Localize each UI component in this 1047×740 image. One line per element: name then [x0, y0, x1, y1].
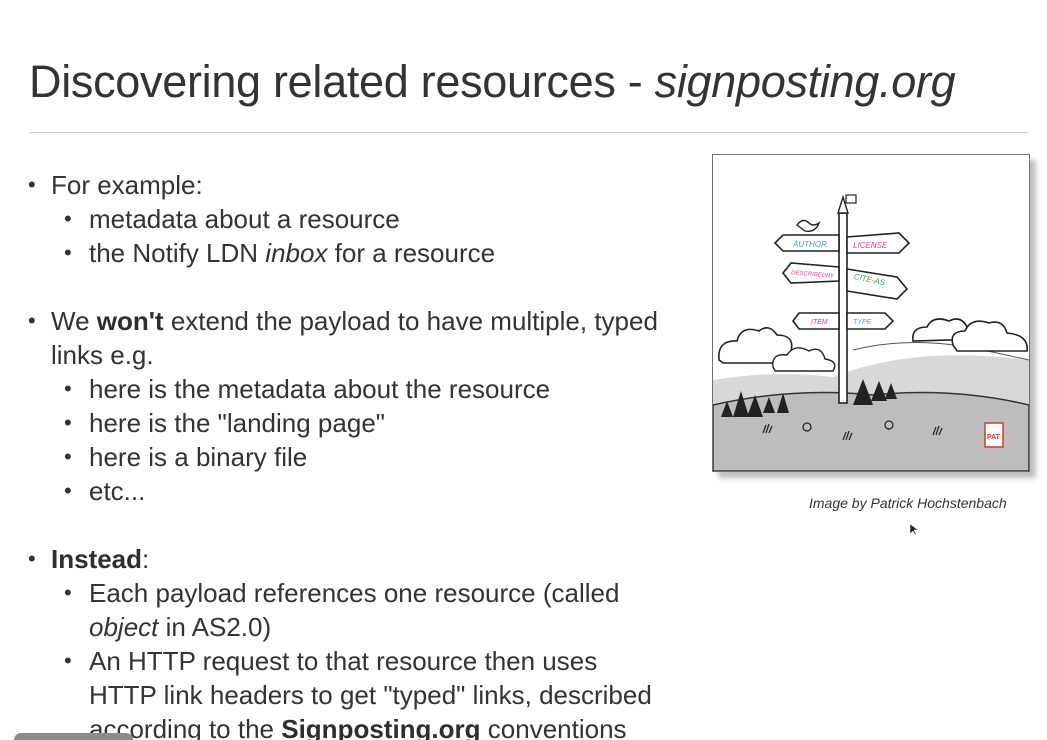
sub-bullet-payload-cont: object in AS2.0) — [28, 610, 728, 644]
bullet-text: here is the metadata about the resource — [89, 374, 551, 404]
bullet-wont-extend-cont: links e.g. — [28, 338, 728, 372]
bullet-text: etc... — [89, 476, 146, 506]
scrollbar-thumb[interactable] — [14, 733, 133, 740]
bullet-dot: • — [64, 410, 72, 435]
spacer — [28, 270, 728, 304]
bullet-dot: • — [28, 546, 36, 571]
slide-title-italic: signposting.org — [654, 56, 956, 107]
sub-bullet-http-request: • An HTTP request to that resource then … — [28, 644, 728, 678]
bullet-dot: • — [64, 376, 72, 401]
bullet-dot: • — [64, 240, 72, 265]
bullet-instead: • Instead: — [28, 542, 728, 576]
spacer — [28, 508, 728, 542]
bullet-dot: • — [64, 206, 72, 231]
sign-license: LICENSE — [853, 241, 888, 250]
sub-bullet-inbox: • the Notify LDN inbox for a resource — [28, 236, 728, 270]
sign-type: TYPE — [853, 319, 872, 326]
bullet-text: An HTTP request to that resource then us… — [89, 646, 598, 676]
image-caption: Image by Patrick Hochstenbach — [809, 495, 1007, 511]
sub-bullet-etc: • etc... — [28, 474, 728, 508]
bullet-dot: • — [64, 478, 72, 503]
sign-describedby: DESCRIBEDBY — [791, 270, 835, 280]
slide-title-main: Discovering related resources - — [29, 56, 655, 107]
bullet-emphasis: object — [89, 612, 159, 642]
signpost-illustration: AUTHOR LICENSE DESCRIBEDBY CITE-AS ITEM … — [712, 154, 1030, 472]
bullet-bold: won't — [96, 306, 164, 336]
bullet-text: the Notify LDN — [89, 238, 266, 268]
bullet-text: for a resource — [327, 238, 496, 268]
sub-bullet-binary-file: • here is a binary file — [28, 440, 728, 474]
bullet-text: We — [51, 306, 97, 336]
bullet-bold: Instead — [51, 544, 143, 574]
sub-bullet-landing-page: • here is the "landing page" — [28, 406, 728, 440]
bullet-text: extend the payload to have multiple, typ… — [163, 306, 658, 336]
bullet-for-example: • For example: — [28, 168, 728, 202]
bullet-text: in AS2.0) — [158, 612, 272, 642]
bullet-text: conventions — [480, 714, 627, 740]
bullet-text: HTTP link headers to get "typed" links, … — [89, 680, 652, 710]
artist-signature: PAT — [987, 434, 1001, 441]
bullet-dot: • — [64, 648, 72, 673]
title-divider — [30, 132, 1028, 133]
sub-bullet-payload: • Each payload references one resource (… — [28, 576, 728, 610]
bullet-text: : — [142, 544, 150, 574]
bullet-dot: • — [28, 308, 36, 333]
bullet-text: links e.g. — [51, 340, 154, 370]
slide-title: Discovering related resources - signpost… — [29, 56, 956, 108]
bullet-text: here is a binary file — [89, 442, 308, 472]
sign-item: ITEM — [811, 319, 828, 326]
bullet-text: metadata about a resource — [89, 204, 400, 234]
bullet-text: For example: — [51, 170, 203, 200]
bullet-dot: • — [64, 444, 72, 469]
sub-bullet-metadata: • metadata about a resource — [28, 202, 728, 236]
bullet-list: • For example: • metadata about a resour… — [28, 168, 728, 740]
signpost-drawing: AUTHOR LICENSE DESCRIBEDBY CITE-AS ITEM … — [713, 194, 1029, 471]
bullet-emphasis: inbox — [265, 238, 328, 268]
bullet-bold: Signposting.org — [281, 714, 481, 740]
bullet-text: Each payload references one resource (ca… — [89, 578, 620, 608]
bullet-dot: • — [28, 172, 36, 197]
sub-bullet-metadata-resource: • here is the metadata about the resourc… — [28, 372, 728, 406]
bullet-dot: • — [64, 580, 72, 605]
bullet-wont-extend: • We won't extend the payload to have mu… — [28, 304, 728, 338]
sub-bullet-http-request-cont: HTTP link headers to get "typed" links, … — [28, 678, 728, 712]
sub-bullet-http-request-cont2: according to the Signposting.org convent… — [28, 712, 728, 740]
mouse-cursor-icon — [910, 524, 918, 536]
bullet-text: here is the "landing page" — [89, 408, 386, 438]
sign-author: AUTHOR — [792, 240, 827, 249]
